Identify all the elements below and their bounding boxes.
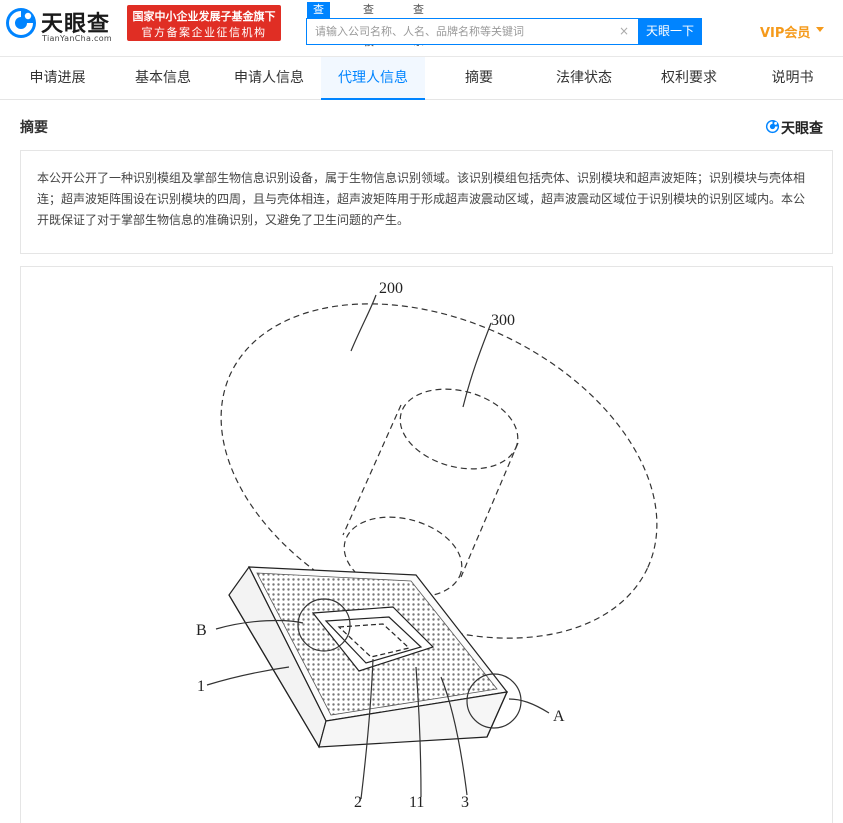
label-3: 3 <box>461 794 469 811</box>
label-b: B <box>196 622 207 639</box>
label-a: A <box>553 708 565 725</box>
vip-member-link[interactable]: VIP会员 <box>760 26 811 41</box>
tianyancha-logo-icon <box>6 8 36 38</box>
label-200: 200 <box>379 280 403 297</box>
tab-legal-status[interactable]: 法律状态 <box>556 70 612 86</box>
tab-application-progress[interactable]: 申请进展 <box>29 70 86 86</box>
caret-down-icon[interactable] <box>816 27 824 32</box>
tab-applicant-info[interactable]: 申请人信息 <box>234 70 304 86</box>
tab-agent-info[interactable]: 代理人信息 <box>321 57 425 100</box>
search-box: × <box>306 18 638 45</box>
recognition-module-11 <box>311 606 435 672</box>
tab-claims[interactable]: 权利要求 <box>661 70 717 86</box>
leader-2 <box>360 658 374 800</box>
logo-text: 天眼查 <box>41 12 111 37</box>
leader-200 <box>350 294 377 352</box>
badge-line-2: 官方备案企业征信机构 <box>141 26 267 39</box>
label-11: 11 <box>409 794 424 811</box>
search-button[interactable]: 天眼一下 <box>638 18 702 45</box>
tab-abstract[interactable]: 摘要 <box>465 70 493 86</box>
label-2: 2 <box>354 794 362 811</box>
search-tab-relation[interactable]: 查关系 <box>413 3 424 48</box>
leader-3 <box>440 676 468 796</box>
leader-a <box>508 698 550 714</box>
brand-text: 天眼查 <box>781 121 823 137</box>
abstract-text: 本公开公开了一种识别模组及掌部生物信息识别设备，属于生物信息识别领域。该识别模组… <box>37 171 806 227</box>
search-input[interactable] <box>307 19 617 44</box>
cylinder-300-outline <box>342 388 519 598</box>
logo[interactable]: 天眼查 TianYanCha.com <box>4 5 122 45</box>
abstract-box: 本公开公开了一种识别模组及掌部生物信息识别设备，属于生物信息识别领域。该识别模组… <box>20 150 833 254</box>
label-300: 300 <box>491 312 515 329</box>
leader-1 <box>206 666 290 686</box>
label-1: 1 <box>197 678 205 695</box>
patent-nav: 申请进展 基本信息 申请人信息 代理人信息 摘要 法律状态 权利要求 说明书 <box>0 56 843 100</box>
tab-basic-info[interactable]: 基本信息 <box>135 70 191 86</box>
search-tab-boss[interactable]: 查老板 <box>363 3 374 48</box>
official-badge: 国家中小企业发展子基金旗下 官方备案企业征信机构 <box>127 5 281 41</box>
tianyancha-brand-icon <box>765 119 780 134</box>
section-title: 摘要 <box>20 120 48 136</box>
leader-11 <box>415 666 422 798</box>
leader-b <box>215 619 304 630</box>
tab-description[interactable]: 说明书 <box>771 70 814 86</box>
patent-drawing: 200 300 B 1 A 2 11 3 <box>196 280 658 811</box>
header: 天眼查 TianYanCha.com 国家中小企业发展子基金旗下 官方备案企业征… <box>0 0 843 56</box>
logo-domain: TianYanCha.com <box>42 34 112 43</box>
clear-icon[interactable]: × <box>619 24 630 38</box>
patent-figure: 200 300 B 1 A 2 11 3 <box>20 266 833 823</box>
leader-300 <box>462 322 492 408</box>
detail-circle-b <box>297 598 351 652</box>
badge-line-1: 国家中小企业发展子基金旗下 <box>132 10 276 23</box>
search-tab-company[interactable]: 查公司 <box>307 2 330 48</box>
